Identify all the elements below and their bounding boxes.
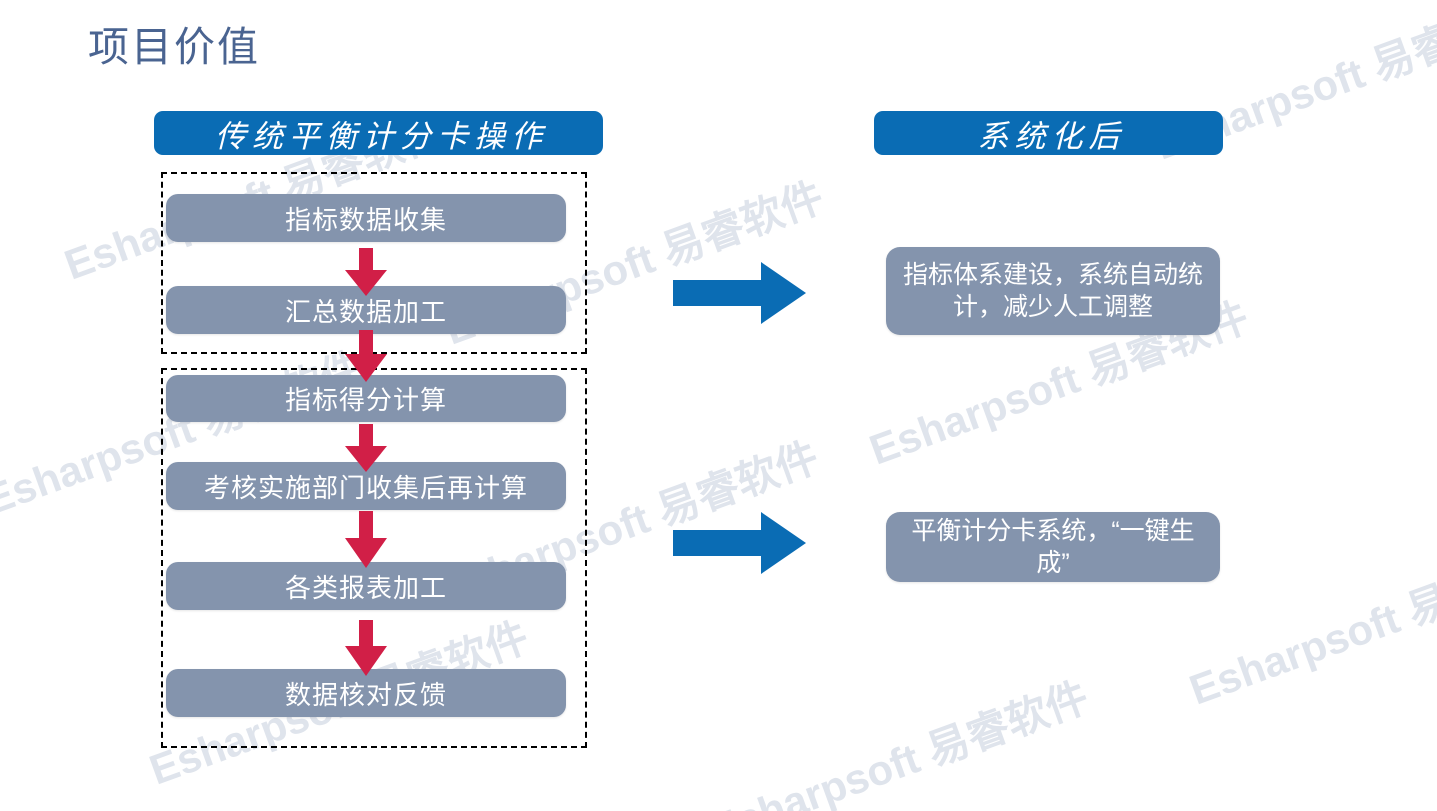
arrow-right-icon [673, 262, 806, 324]
process-step-box: 数据核对反馈 [166, 669, 566, 717]
arrow-down-icon [341, 330, 391, 382]
process-step-box: 各类报表加工 [166, 562, 566, 610]
banner-systemized-result: 系统化后 [874, 111, 1223, 155]
arrow-down-icon [341, 620, 391, 676]
banner-traditional-process: 传统平衡计分卡操作 [154, 111, 603, 155]
arrow-right-icon [673, 512, 806, 574]
arrow-down-icon [341, 511, 391, 568]
process-step-box: 指标得分计算 [166, 375, 566, 422]
watermark-text: Esharpsoft 易睿软件 [703, 672, 1095, 811]
process-step-box: 指标数据收集 [166, 194, 566, 242]
result-box: 平衡计分卡系统，“一键生成” [886, 512, 1220, 582]
dashed-group-data-collection [161, 172, 587, 354]
page-title: 项目价值 [88, 24, 260, 70]
arrow-down-icon [341, 424, 391, 472]
arrow-down-icon [341, 248, 391, 296]
result-box: 指标体系建设，系统自动统计，减少人工调整 [886, 247, 1220, 335]
